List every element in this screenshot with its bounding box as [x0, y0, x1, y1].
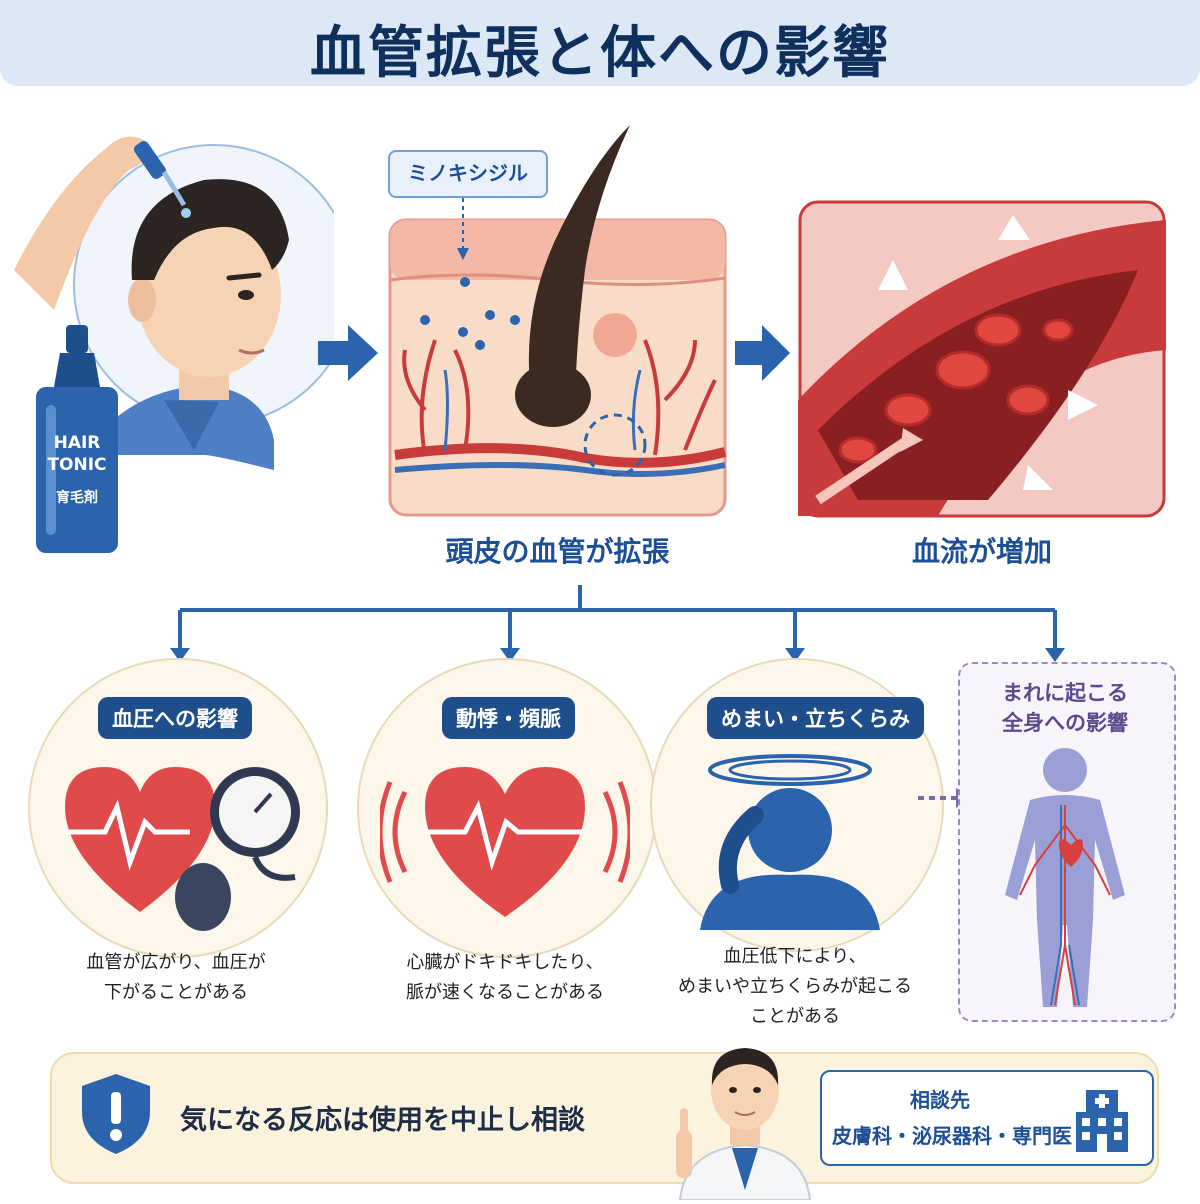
shield-warning-icon [80, 1072, 152, 1160]
rare-effects-title: まれに起こる 全身への影響 [1002, 681, 1128, 735]
bottle-label-line2: TONIC [47, 455, 107, 475]
dizzy-person-icon [680, 745, 910, 930]
effect-desc-blood-pressure: 血管が広がり、血圧が 下がることがある [86, 952, 266, 1003]
effect-title-dizziness: めまい・立ちくらみ [707, 697, 924, 739]
warning-text: 気になる反応は使用を中止し相談 [180, 1105, 585, 1136]
page-title: 血管拡張と体への影響 [310, 21, 890, 86]
consultation-title: 相談先 [910, 1088, 970, 1112]
hospital-icon [1072, 1088, 1132, 1156]
effect-title-palpitation: 動悸・頻脈 [442, 697, 575, 739]
heart-with-gauge-icon [55, 752, 315, 932]
effect-desc-palpitation: 心臓がドキドキしたり、 脈が速くなることがある [406, 952, 604, 1003]
beating-heart-icon [377, 752, 633, 932]
blood-vessel-illustration [798, 200, 1166, 518]
title-banner [0, 0, 1200, 86]
hair-tonic-bottle: HAIR TONIC 育毛剤 [36, 325, 118, 553]
arrow-right-icon [735, 325, 790, 385]
doctor-illustration [660, 1030, 820, 1201]
effect-title-blood-pressure: 血圧への影響 [98, 697, 252, 739]
arrow-right-icon [318, 325, 378, 385]
effect-desc-dizziness: 血圧低下により、 めまいや立ちくらみが起こる ことがある [678, 946, 912, 1027]
minoxidil-label: ミノキシジル [388, 150, 548, 198]
bottle-label-jp: 育毛剤 [56, 490, 98, 506]
scalp-cross-section [385, 120, 730, 520]
bottle-label-line1: HAIR [53, 433, 101, 453]
consultation-list: 皮膚科・泌尿器科・専門医 [832, 1124, 1072, 1148]
body-circulation-icon [975, 745, 1155, 1010]
vessel-caption: 血流が増加 [911, 535, 1052, 568]
scalp-caption: 頭皮の血管が拡張 [445, 535, 670, 568]
branch-connector [0, 580, 1200, 670]
